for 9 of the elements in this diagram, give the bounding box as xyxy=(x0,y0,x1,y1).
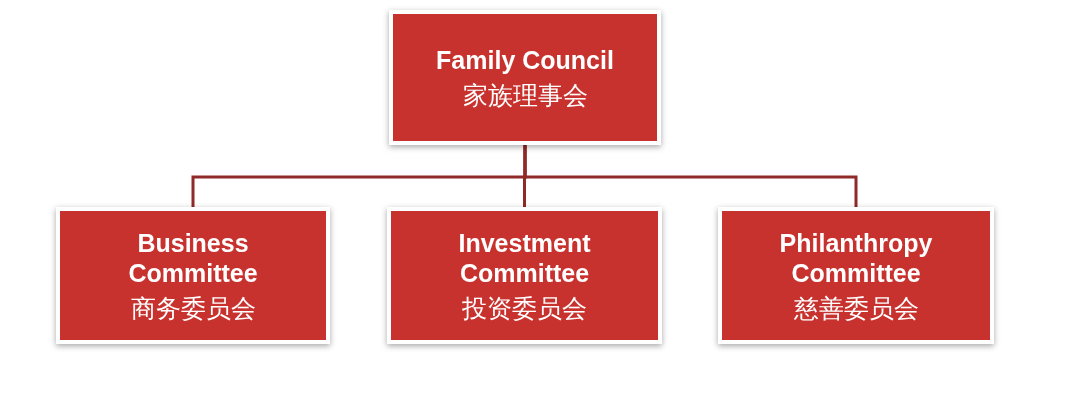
box-title: Investment Committee xyxy=(457,227,592,288)
box-title: Family Council xyxy=(436,44,614,75)
box-subtitle: 家族理事会 xyxy=(462,79,588,111)
box-title: Business Committee xyxy=(127,227,259,288)
connector-line xyxy=(523,145,858,207)
box-subtitle: 慈善委员会 xyxy=(793,292,919,324)
box-title: Philanthropy Committee xyxy=(778,227,934,288)
box-subtitle: 商务委员会 xyxy=(130,292,256,324)
box-subtitle: 投资委员会 xyxy=(462,292,587,324)
